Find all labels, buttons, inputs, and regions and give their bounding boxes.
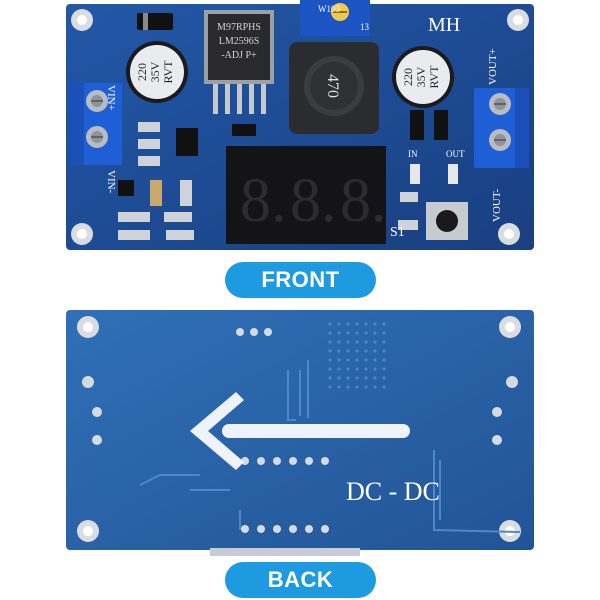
left-arrow-icon [190, 392, 410, 470]
back-board-image: DC - DC [66, 310, 534, 556]
display-digit-2: 8. [290, 167, 337, 235]
svg-text:13: 13 [360, 22, 370, 32]
svg-text:-ADJ P+: -ADJ P+ [221, 50, 257, 61]
power-inductor: 470 [289, 42, 379, 134]
input-capacitor: 220 35V RVT [126, 41, 188, 103]
svg-text:220: 220 [401, 68, 415, 86]
display-digit-3: 8. [340, 167, 387, 235]
led-in [410, 164, 420, 184]
back-label: BACK [225, 562, 376, 598]
front-label: FRONT [225, 262, 376, 298]
back-silkscreen: DC - DC [346, 477, 440, 506]
via-grid [328, 322, 386, 389]
vout-minus-label: VOUT- [491, 188, 503, 222]
led-out-label: OUT [446, 149, 465, 159]
switch-label: S1 [390, 225, 405, 240]
front-board-image: VIN+ VIN- VOUT+ VOUT- 220 35V RVT M97RPH… [66, 0, 534, 250]
svg-text:470: 470 [324, 74, 341, 98]
input-terminal-block [70, 83, 122, 165]
led-in-label: IN [408, 149, 418, 159]
trimmer-potentiometer: W103 13 [300, 0, 370, 36]
output-capacitor: 220 35V RVT [392, 46, 454, 108]
svg-text:M97RPHS: M97RPHS [217, 22, 261, 33]
svg-text:W103: W103 [318, 4, 340, 14]
lm2596-regulator: M97RPHS LM2596S -ADJ P+ [204, 10, 274, 114]
vout-plus-label: VOUT+ [487, 48, 499, 85]
svg-text:LM2596S: LM2596S [219, 36, 260, 47]
svg-text:RVT: RVT [427, 65, 441, 89]
back-traces [139, 360, 521, 533]
back-solder-pads [82, 328, 518, 533]
brand-mark: MH [428, 14, 460, 36]
led-out [448, 164, 458, 184]
vin-minus-label: VIN- [105, 170, 117, 194]
vin-plus-label: VIN+ [105, 85, 117, 111]
diode-top [137, 13, 173, 30]
svg-text:220: 220 [135, 63, 149, 81]
svg-text:35V: 35V [414, 66, 428, 87]
display-digit-1: 8. [240, 167, 287, 235]
push-button-s1 [426, 202, 468, 240]
smd-components [118, 110, 448, 240]
output-terminal-block [474, 88, 529, 168]
seven-segment-display: 8. 8. 8. [226, 146, 387, 244]
svg-text:RVT: RVT [161, 60, 175, 84]
front-mounting-holes [71, 9, 529, 245]
svg-text:35V: 35V [148, 61, 162, 82]
